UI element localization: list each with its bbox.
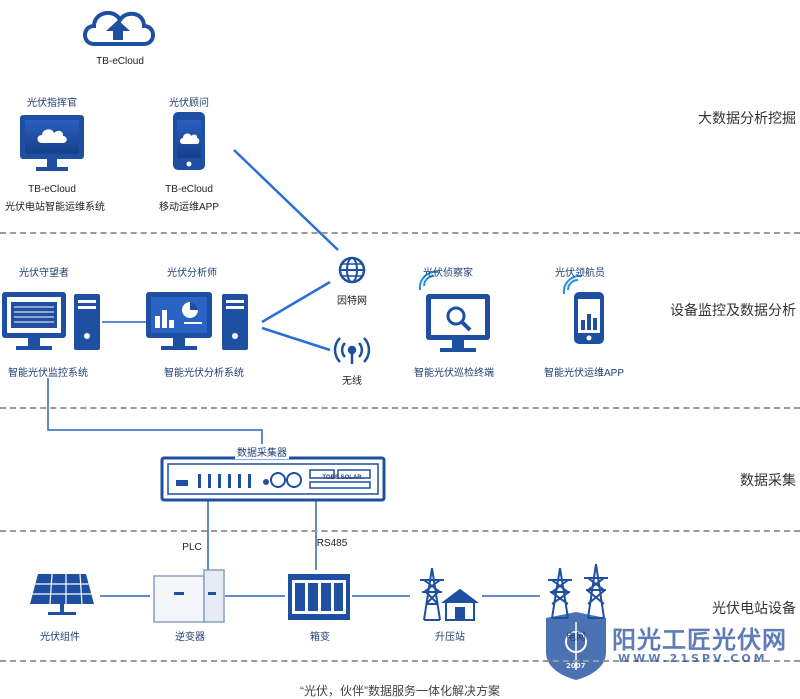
analyst-system-label: 智能光伏分析系统 xyxy=(164,368,244,379)
tier-separator-3 xyxy=(0,530,800,532)
cloud-upload-icon xyxy=(83,10,155,46)
substation-icon xyxy=(420,567,479,621)
phone-cloud-icon xyxy=(173,112,205,170)
guard-role-label: 光伏守望者 xyxy=(19,268,69,279)
power-grid-icon xyxy=(548,563,608,619)
rs485-label: RS485 xyxy=(316,538,348,549)
watermark-logo xyxy=(546,612,606,680)
analyst-role-label: 光伏分析师 xyxy=(167,268,217,279)
guard-to-collector-line xyxy=(47,378,263,452)
pc-role-label: 光伏指挥官 xyxy=(27,98,77,109)
analyst-to-wireless-line xyxy=(261,326,331,352)
cloud-label: TB-eCloud xyxy=(96,56,144,67)
analyst-to-internet-line xyxy=(261,280,331,324)
watermark-url: WWW.21SPV.COM xyxy=(618,652,768,665)
globe-icon xyxy=(338,256,366,284)
tier-title-monitoring: 设备监控及数据分析 xyxy=(670,302,796,318)
device-label-transformer: 箱变 xyxy=(310,632,330,643)
guard-workstation-icon xyxy=(2,292,100,350)
diagram-caption: “光伏，伙伴”数据服务一体化解决方案 xyxy=(300,684,500,698)
internet-label: 因特网 xyxy=(337,296,367,307)
mobile-line2-label: 移动运维APP xyxy=(158,202,220,213)
wireless-icon xyxy=(333,337,371,364)
mobile-line1-label: TB-eCloud xyxy=(165,184,213,195)
tier-separator-1 xyxy=(0,232,800,234)
device-label-substation: 升压站 xyxy=(435,632,465,643)
analyst-workstation-icon xyxy=(146,292,248,350)
device-label-solar: 光伏组件 xyxy=(40,632,80,643)
tier-separator-4 xyxy=(0,660,800,662)
solar-panel-icon xyxy=(30,573,94,615)
inverter-icon xyxy=(153,569,225,623)
connection-lines xyxy=(233,149,339,352)
tier-separator-2 xyxy=(0,407,800,409)
box-transformer-icon xyxy=(288,574,350,620)
device-label-inverter: 逆变器 xyxy=(175,632,205,643)
collector-brand-label: TOBE SOLAR xyxy=(322,475,362,481)
data-lines xyxy=(47,321,540,597)
guard-system-label: 智能光伏监控系统 xyxy=(8,368,88,379)
ops-app-phone-icon xyxy=(562,274,604,344)
wireless-label: 无线 xyxy=(342,376,362,387)
pc-line2-label: 光伏电站智能运维系统 xyxy=(5,202,105,213)
watermark-text: 阳光工匠光伏网 xyxy=(612,626,787,654)
tier-title-big-data: 大数据分析挖掘 xyxy=(698,110,796,126)
inspection-terminal-icon xyxy=(418,270,490,352)
monitor-cloud-icon xyxy=(20,115,84,171)
tier-title-station-equipment: 光伏电站设备 xyxy=(712,600,796,616)
pc-line1-label: TB-eCloud xyxy=(28,184,76,195)
expert-role-label: 光伏侦察家 xyxy=(423,268,473,279)
mobile-role-label: 光伏顾问 xyxy=(169,98,209,109)
pilot-role-label: 光伏领航员 xyxy=(555,268,605,279)
pilot-system-label: 智能光伏运维APP xyxy=(543,368,625,379)
plc-label: PLC xyxy=(182,542,202,553)
watermark-year: 2007 xyxy=(566,662,586,670)
collector-label: 数据采集器 xyxy=(235,444,289,459)
mobile-to-internet-line xyxy=(233,149,339,251)
tier-title-data-collection: 数据采集 xyxy=(740,472,796,488)
expert-system-label: 智能光伏巡检终端 xyxy=(414,368,494,379)
device-label-grid: 电网 xyxy=(566,632,586,643)
